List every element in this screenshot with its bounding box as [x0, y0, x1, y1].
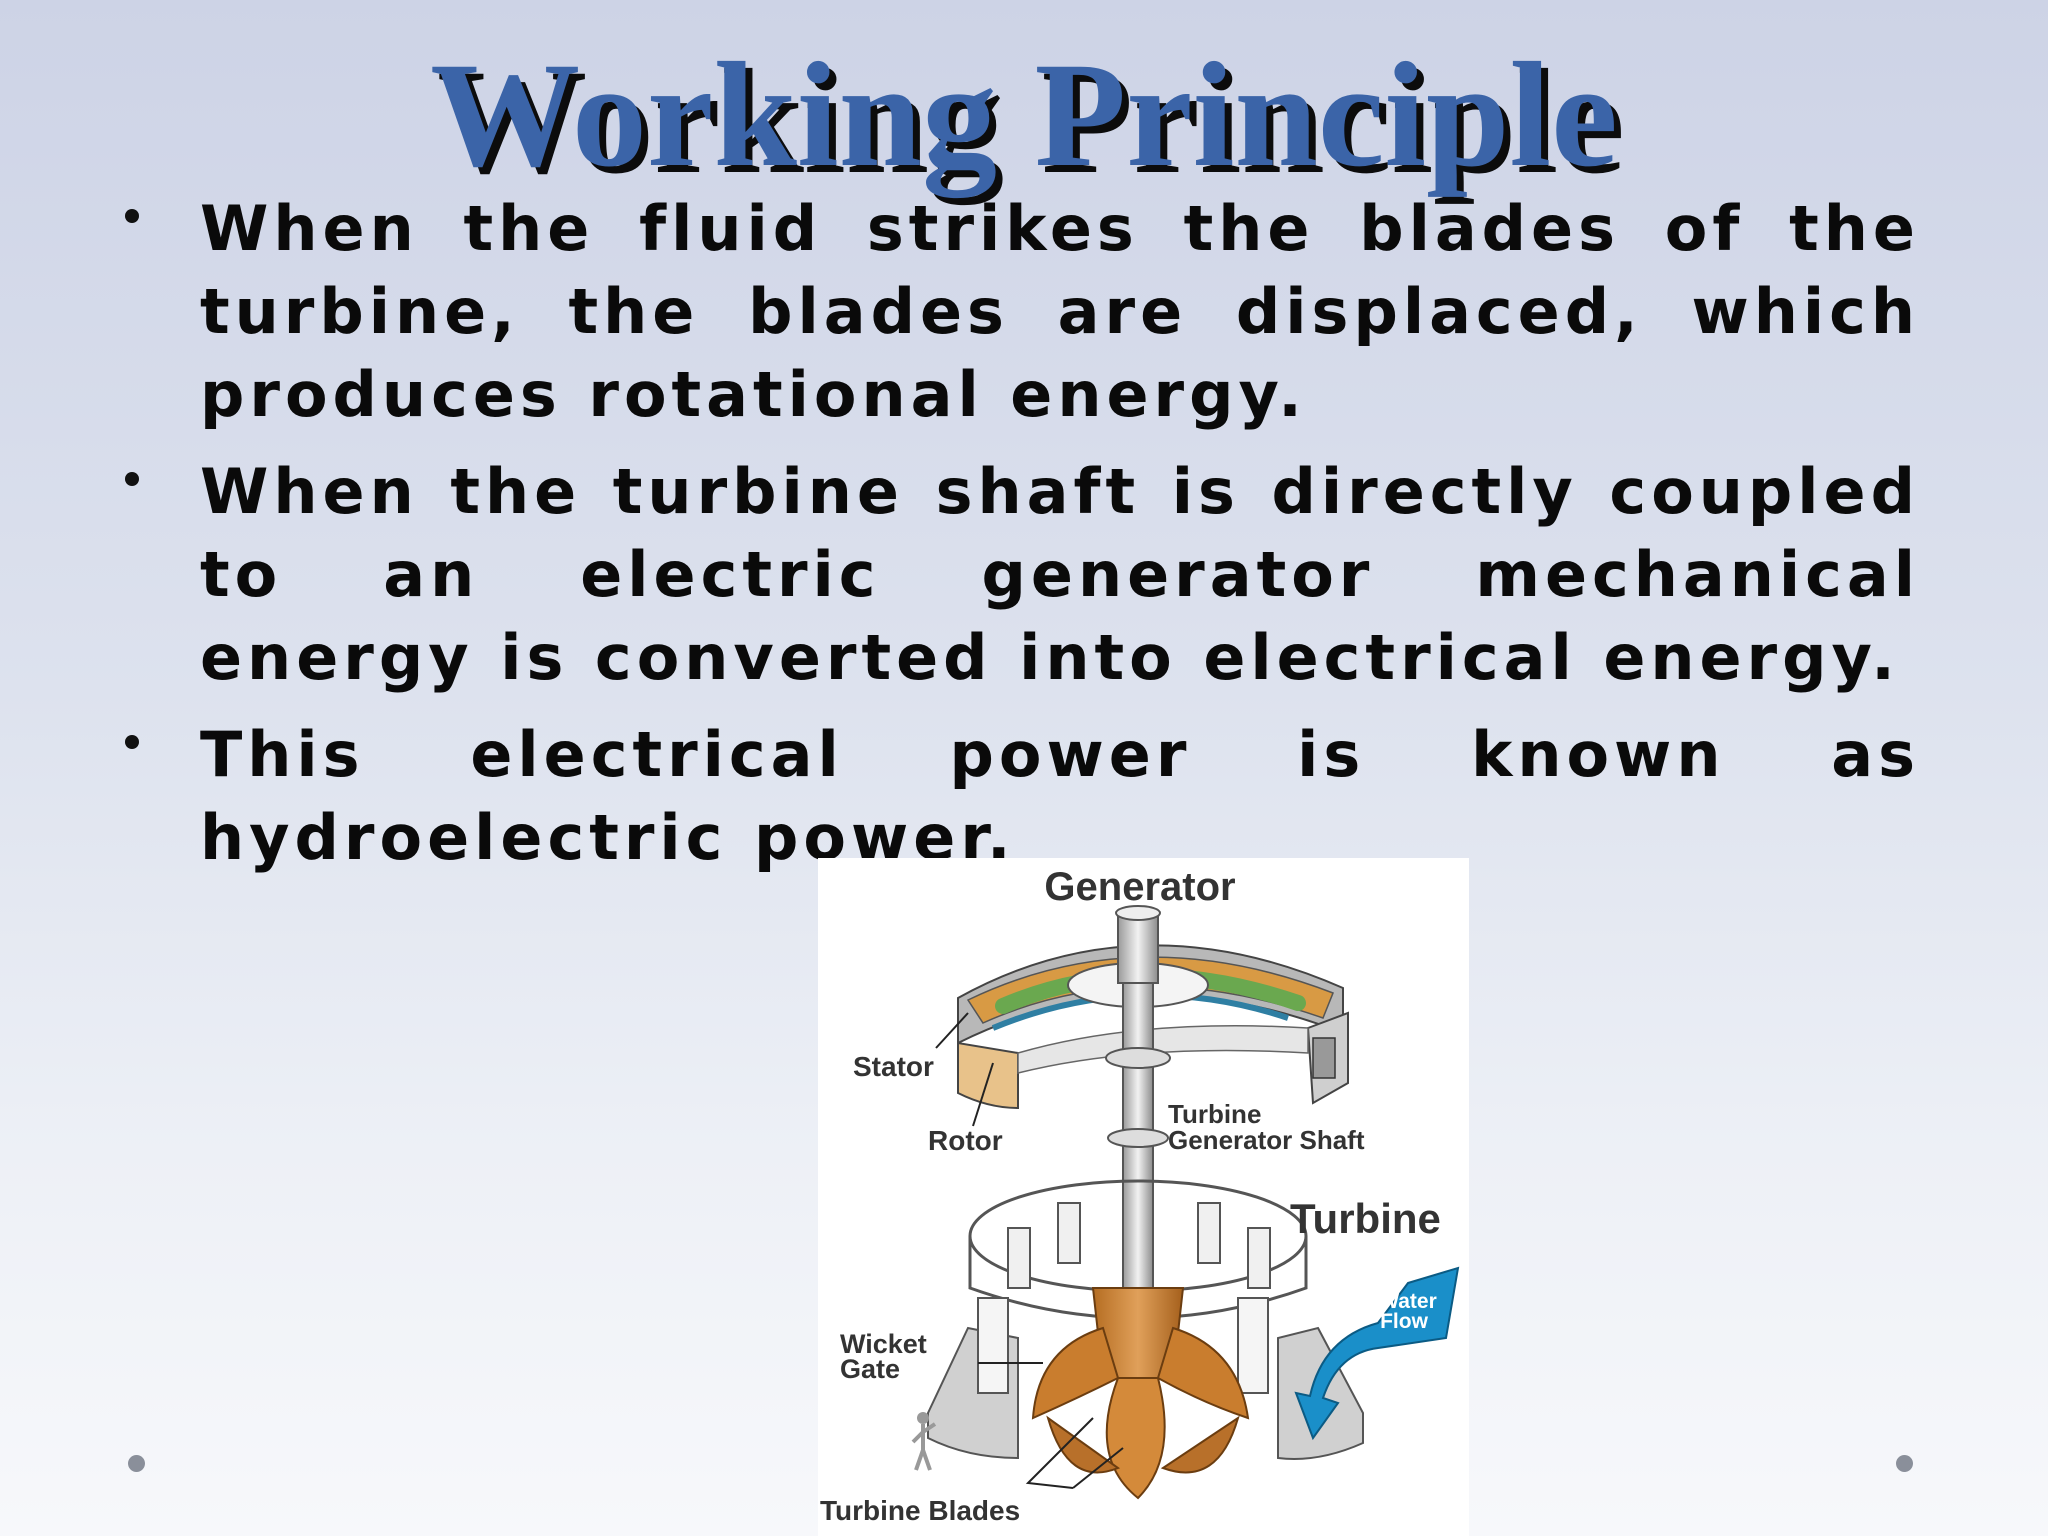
- bullet-list: When the fluid strikes the blades of the…: [125, 187, 1920, 893]
- label-shaft-line1: Turbine: [1168, 1099, 1261, 1129]
- turbine-diagram: Generator Stator Rotor Turbine Generator…: [818, 858, 1469, 1536]
- bullet-text: When the fluid strikes the blades of the…: [200, 192, 1920, 431]
- bullet-item: When the turbine shaft is directly coupl…: [125, 450, 1920, 699]
- label-wicket-line2: Gate: [840, 1354, 900, 1384]
- water-flow-arrow: [1294, 1266, 1460, 1441]
- label-shaft-line2: Generator Shaft: [1168, 1125, 1365, 1155]
- nav-dot-right-icon: [1896, 1455, 1913, 1472]
- bullet-text: This electrical power is known as hydroe…: [200, 718, 1920, 874]
- bullet-item: This electrical power is known as hydroe…: [125, 713, 1920, 879]
- slide-title: Working Principle: [430, 32, 1618, 198]
- bullet-icon: [125, 472, 139, 486]
- label-rotor: Rotor: [928, 1125, 1003, 1156]
- label-turbine-blades: Turbine Blades: [820, 1495, 1020, 1526]
- bullet-item: When the fluid strikes the blades of the…: [125, 187, 1920, 436]
- label-stator: Stator: [853, 1051, 934, 1082]
- label-water-line2: Flow: [1380, 1310, 1428, 1333]
- bullet-icon: [125, 209, 139, 223]
- person-scale-icon: [911, 1412, 937, 1471]
- leader-lines: [935, 1012, 1124, 1489]
- label-turbine: Turbine: [1290, 1195, 1441, 1242]
- turbine-runner: [1031, 1287, 1250, 1500]
- label-generator: Generator: [1044, 865, 1235, 909]
- bullet-icon: [125, 735, 139, 749]
- label-water-line1: Water: [1379, 1290, 1437, 1313]
- bullet-text: When the turbine shaft is directly coupl…: [200, 455, 1920, 694]
- label-wicket-line1: Wicket: [840, 1329, 927, 1359]
- turbine-diagram-graphic: Generator Stator Rotor Turbine Generator…: [820, 865, 1460, 1526]
- nav-dot-left-icon: [128, 1455, 145, 1472]
